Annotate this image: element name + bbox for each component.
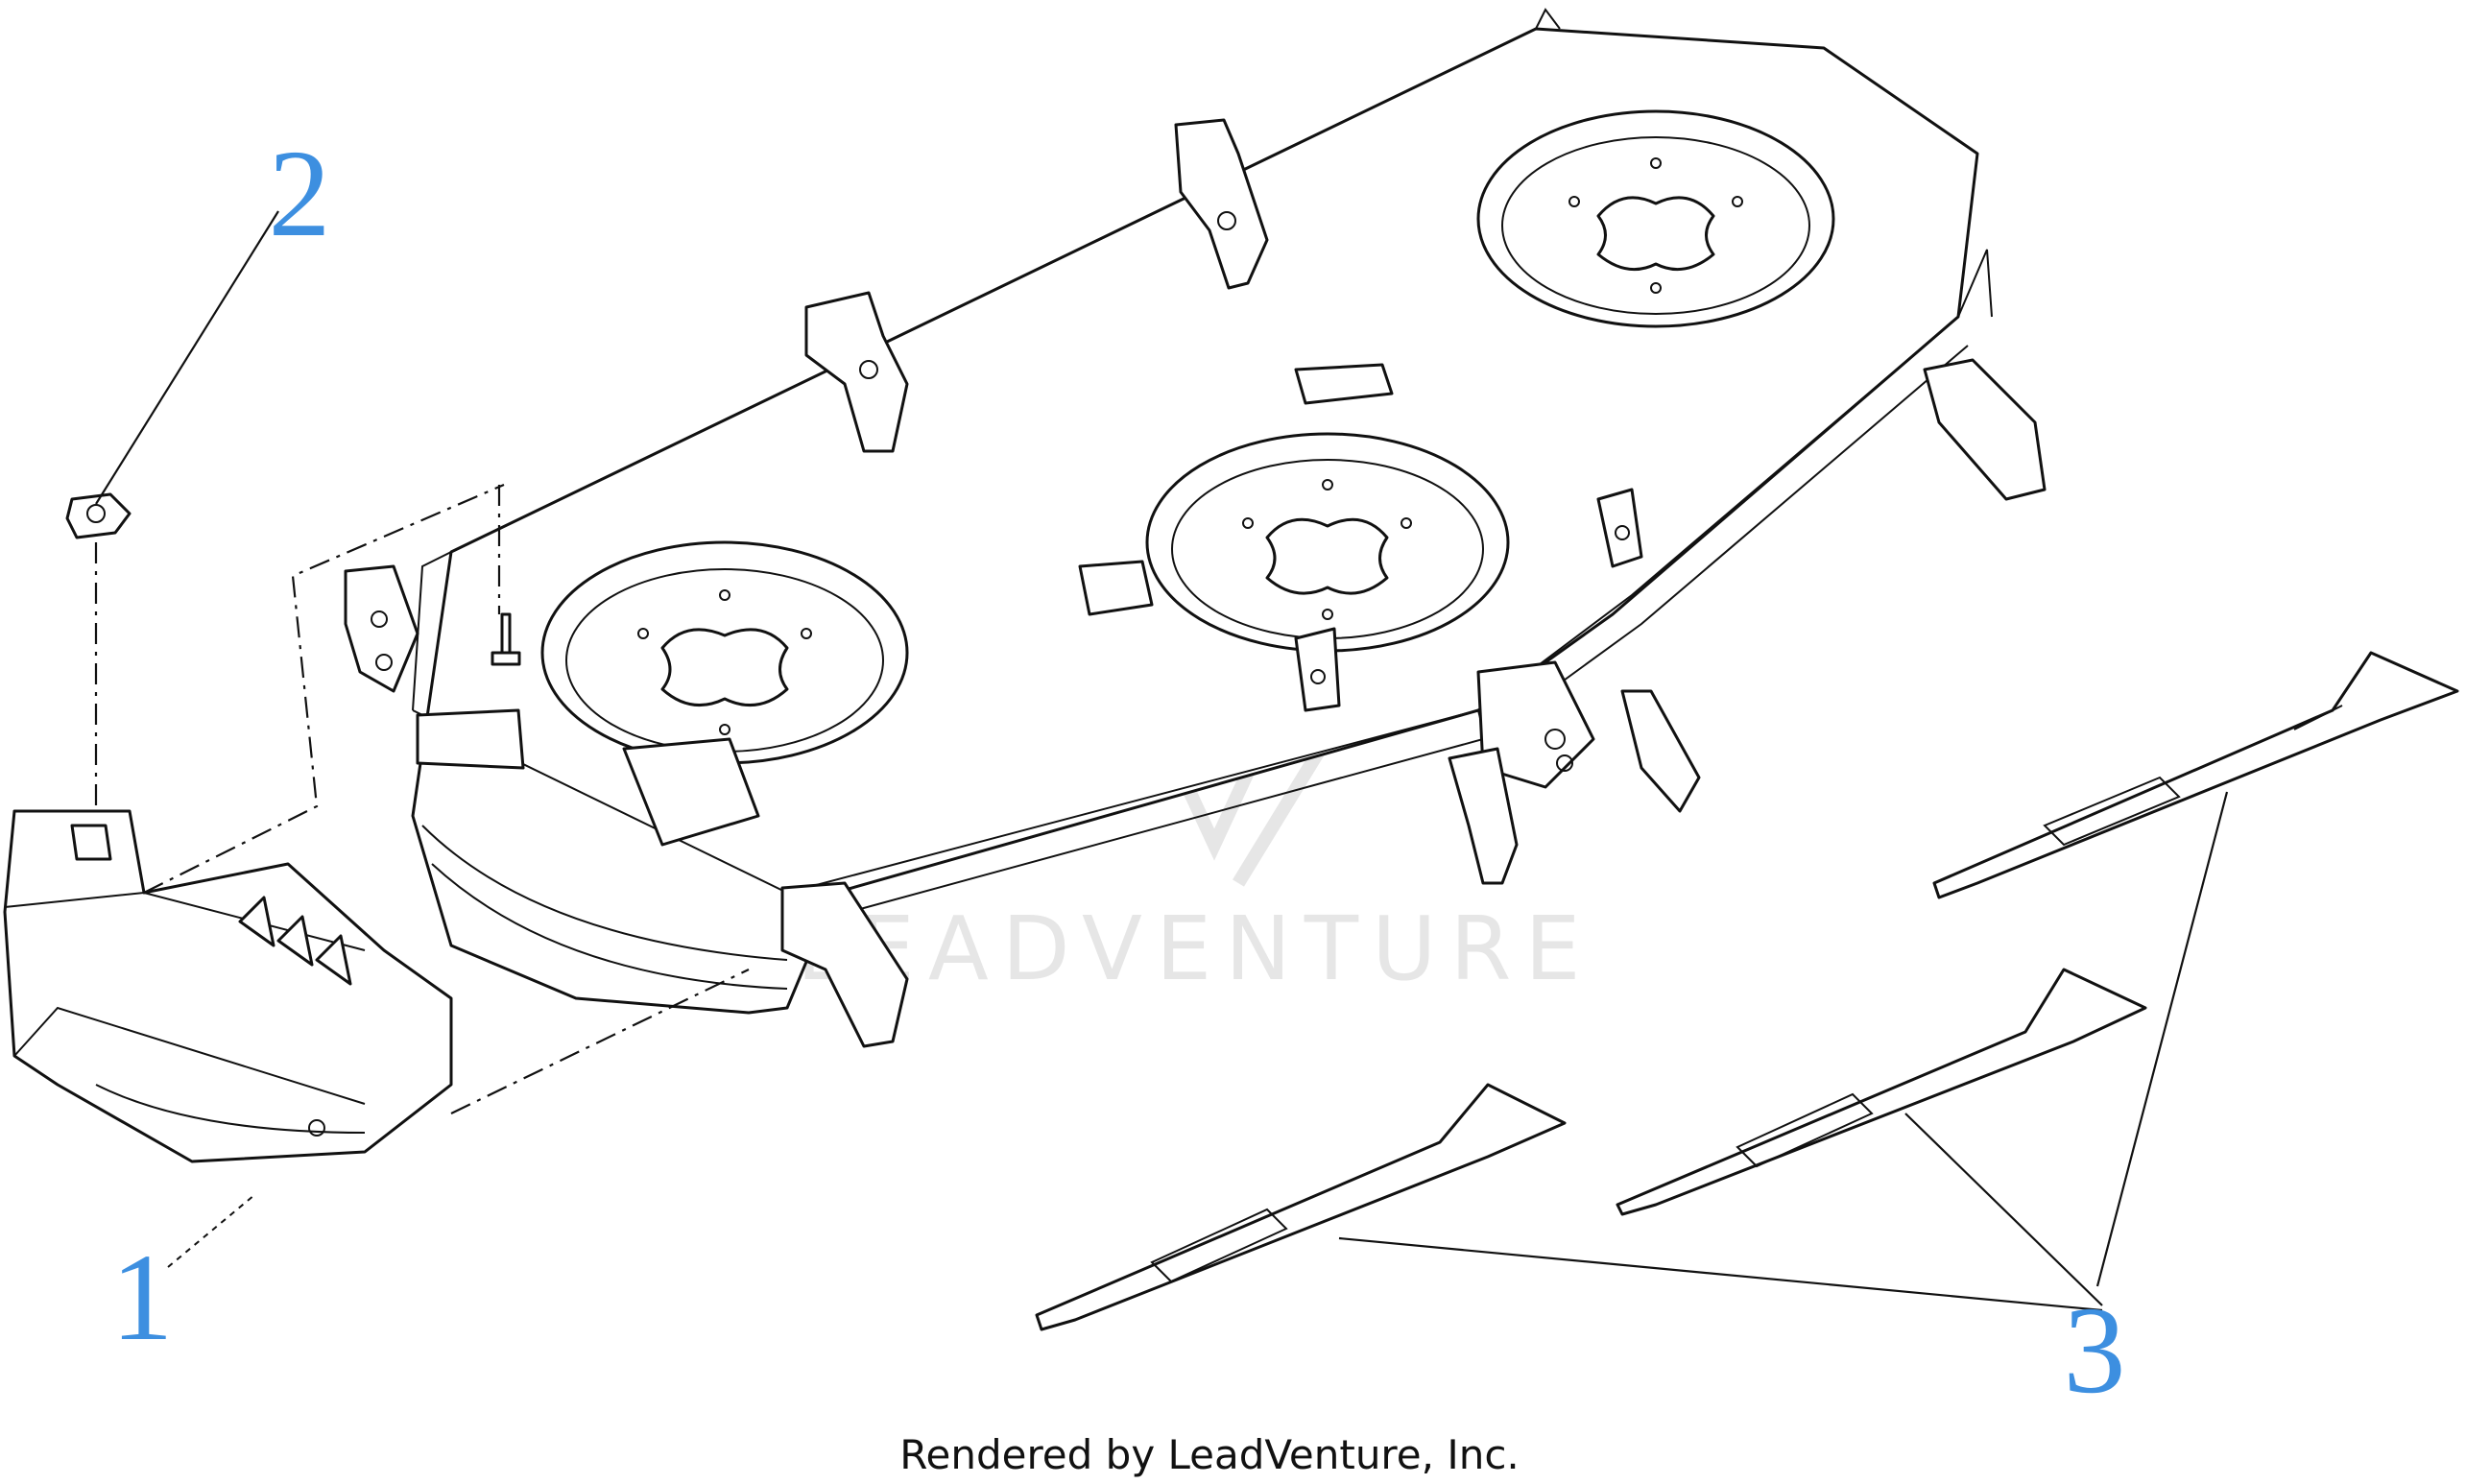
watermark-text: LEADVENTURE	[796, 898, 1593, 1000]
callout-3: 3	[2064, 1281, 2126, 1420]
assembly-lines	[94, 483, 750, 1114]
deck-brackets	[344, 118, 2047, 1048]
blade-middle	[1616, 968, 2147, 1216]
blade-bottom-left	[1035, 1083, 1567, 1331]
discharge-chute	[3, 809, 453, 1163]
footer-credit: Rendered by LeadVenture, Inc.	[899, 1431, 1520, 1478]
watermark: LEADVENTURE	[796, 528, 1593, 1000]
leader-lines	[95, 210, 2229, 1312]
spindle-opening-right	[1476, 109, 1835, 328]
callout-2: 2	[269, 125, 331, 263]
deck-bolt	[491, 612, 521, 666]
chute-knob	[65, 492, 132, 539]
spindle-opening-left	[540, 540, 909, 765]
spindle-opening-center	[1145, 432, 1510, 653]
callout-1: 1	[111, 1229, 174, 1367]
blade-top-right	[1932, 651, 2459, 899]
